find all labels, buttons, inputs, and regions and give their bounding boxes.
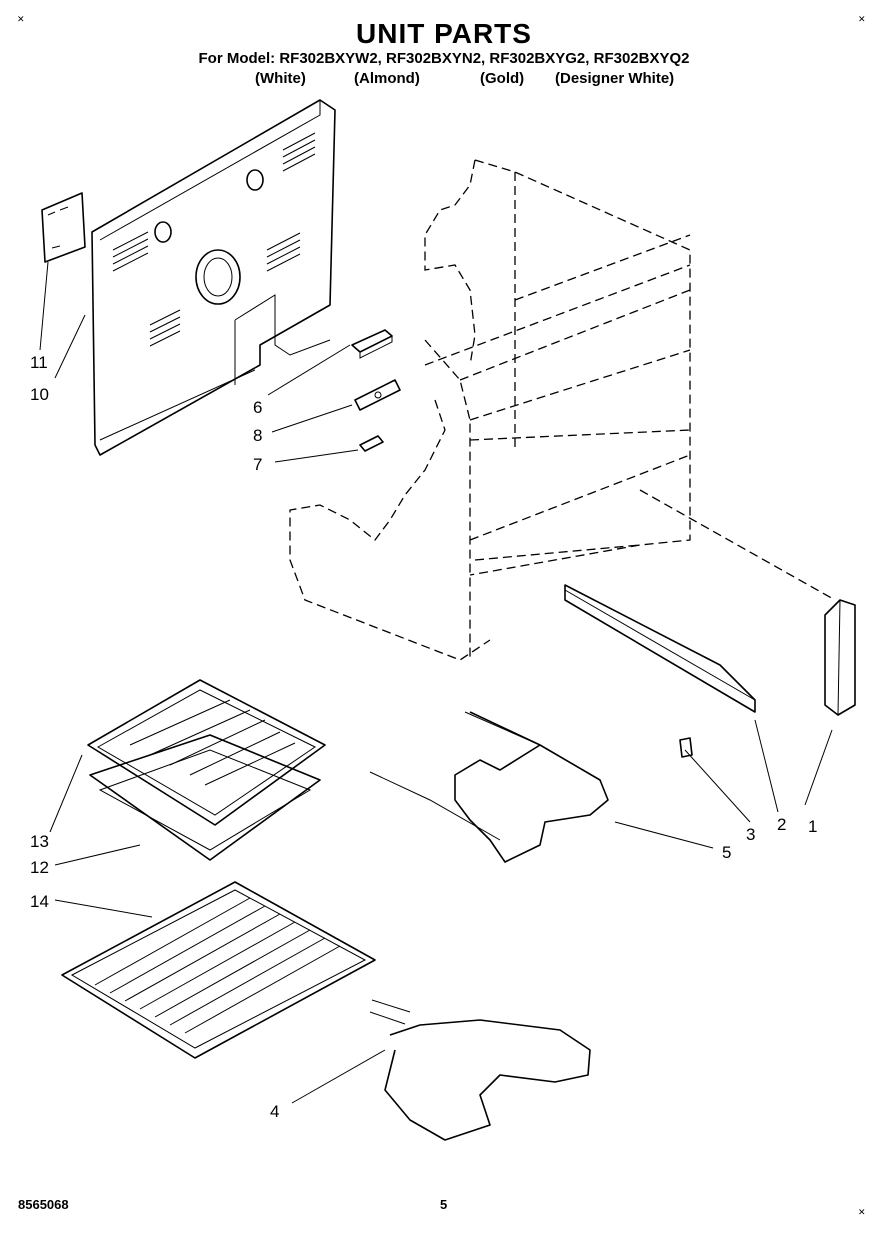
variant-designer-white: (Designer White)	[555, 70, 675, 87]
callout-13: 13	[30, 832, 49, 851]
broiler-pan	[89, 734, 321, 861]
callout-5: 5	[722, 843, 732, 862]
callout-11: 11	[30, 353, 48, 372]
variant-gold: (Gold)	[480, 70, 525, 87]
hinge-receptacle	[354, 379, 401, 411]
registration-mark: ✕	[858, 14, 866, 24]
broiler-grid	[87, 679, 326, 826]
clip	[359, 435, 384, 452]
callout-4: 4	[270, 1102, 280, 1121]
callout-12: 12	[30, 858, 49, 877]
broil-element	[369, 999, 591, 1141]
page-number: 5	[440, 1197, 448, 1212]
callout-14: 14	[30, 892, 49, 911]
toe-panel	[564, 584, 756, 713]
page-title: UNIT PARTS	[356, 18, 532, 49]
leader-lines	[39, 261, 833, 1104]
oven-rack	[61, 881, 376, 1059]
spacer	[679, 737, 693, 758]
model-list: For Model: RF302BXYW2, RF302BXYN2, RF302…	[198, 50, 690, 67]
callout-8: 8	[253, 426, 263, 445]
callout-1: 1	[808, 817, 818, 836]
cabinet-outline	[289, 159, 836, 661]
callout-10: 10	[30, 385, 49, 404]
callout-7: 7	[253, 455, 263, 474]
end-cap	[824, 599, 856, 716]
insulation-bracket	[41, 192, 86, 263]
variant-white: (White)	[255, 70, 306, 87]
callout-2: 2	[777, 815, 787, 834]
bake-element	[369, 711, 609, 863]
callout-3: 3	[746, 825, 756, 844]
registration-mark: ✕	[858, 1207, 866, 1217]
terminal-block	[351, 329, 393, 359]
document-number: 8565068	[18, 1197, 69, 1212]
rear-panel	[91, 99, 336, 456]
callout-6: 6	[253, 398, 263, 417]
variant-almond: (Almond)	[354, 70, 420, 87]
registration-mark: ✕	[17, 14, 25, 24]
